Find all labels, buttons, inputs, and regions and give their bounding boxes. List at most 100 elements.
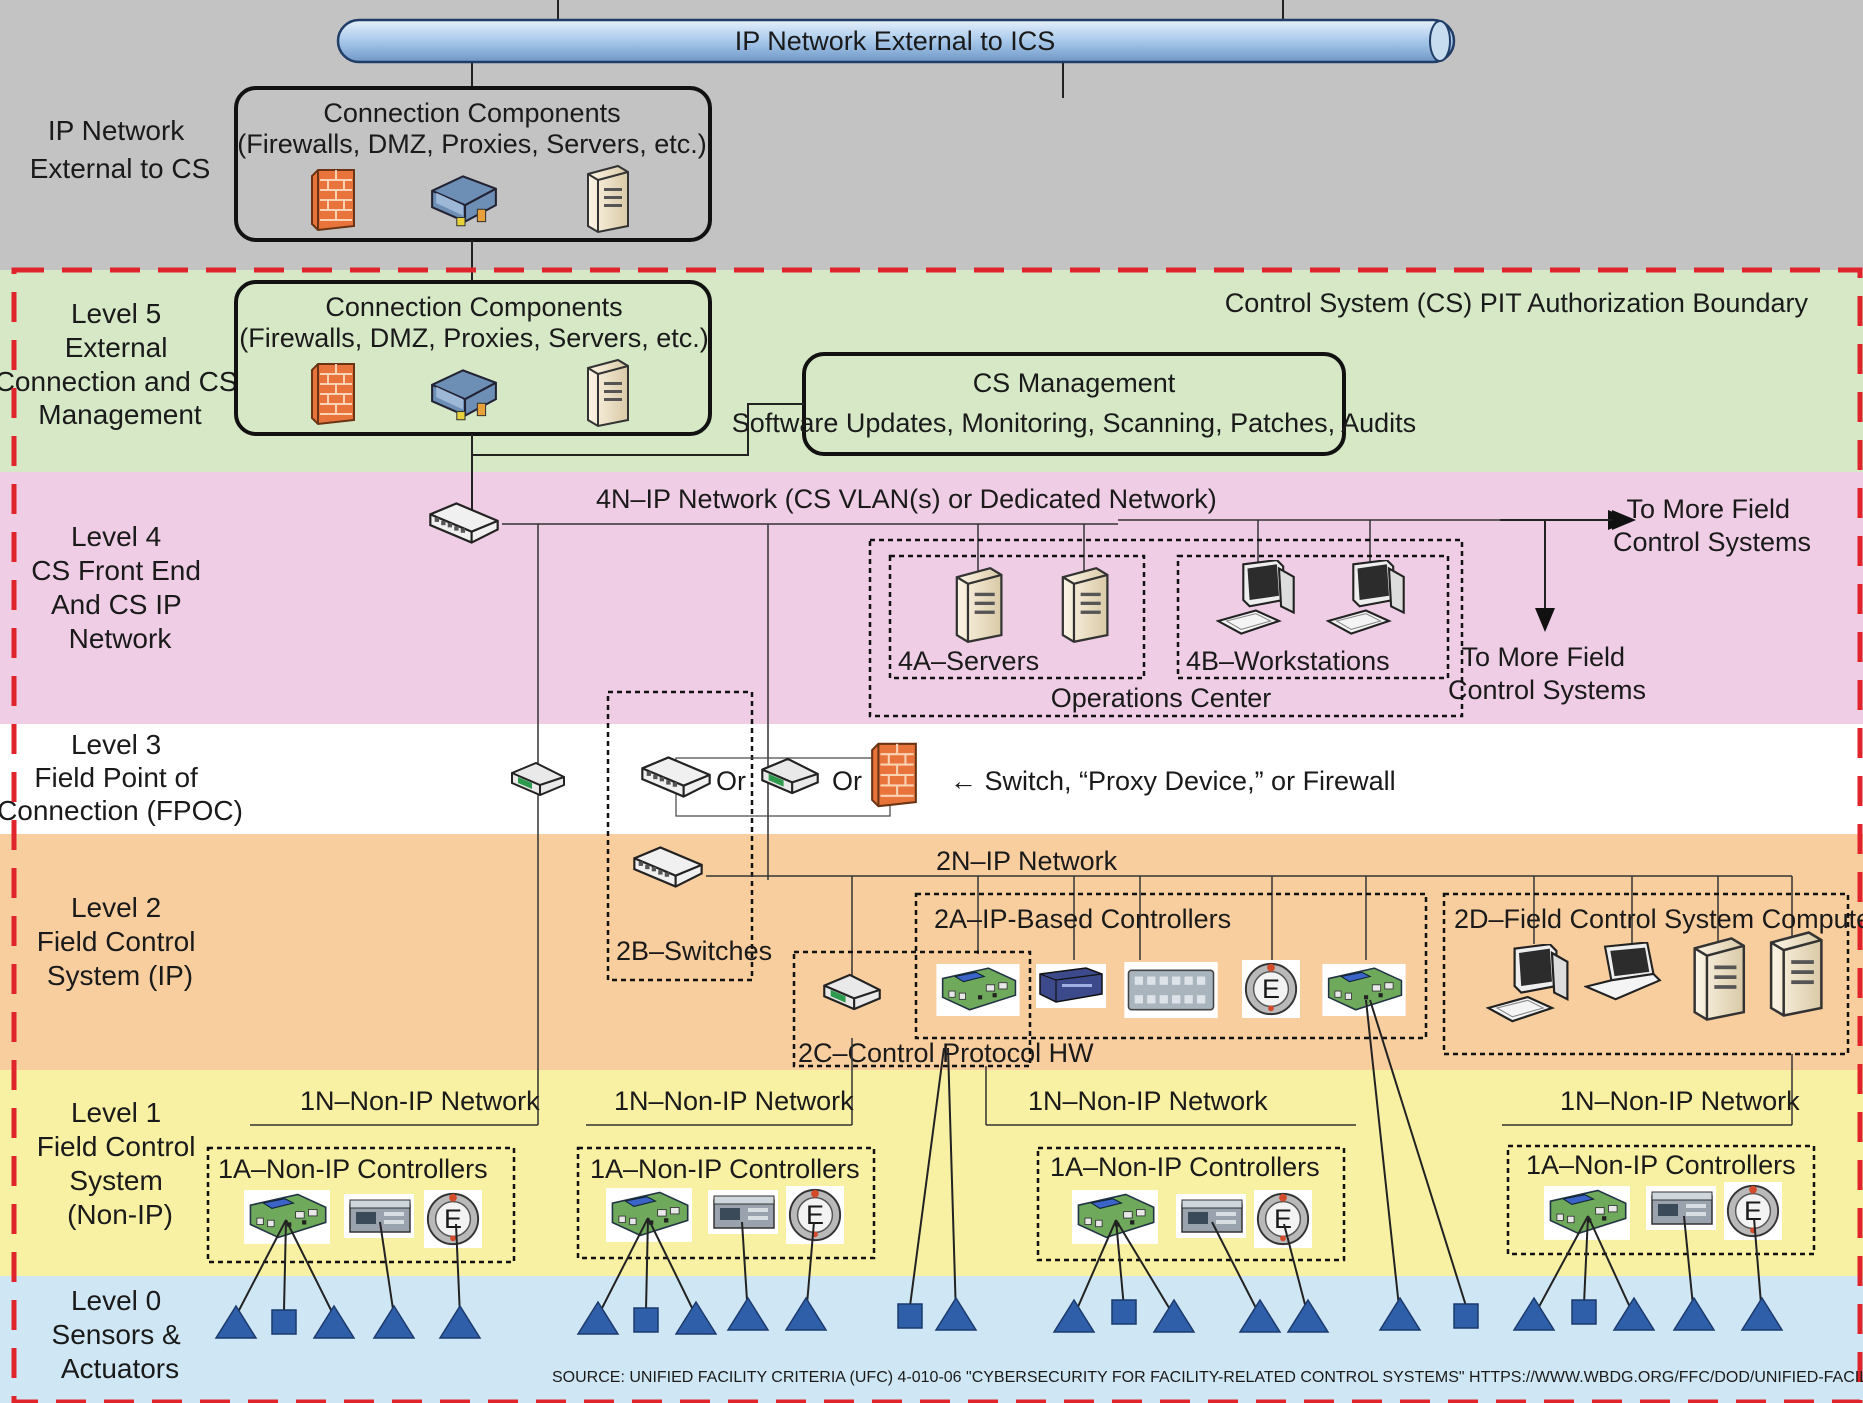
svg-text:E: E (1274, 1204, 1292, 1234)
external-network-label: IP Network External to ICS (735, 26, 1056, 56)
controller-board-icon (1072, 1190, 1158, 1244)
sensor-icon (576, 1300, 620, 1335)
server-icon (587, 359, 629, 427)
sensor-icon (438, 1304, 482, 1339)
svg-text:Connection Components: Connection Components (325, 292, 622, 322)
level1-network-4-label: 1N–Non-IP Network (1560, 1086, 1800, 1116)
sensor-icon (1740, 1296, 1784, 1331)
din-controller-icon (344, 1194, 414, 1238)
or-label-1: Or (716, 766, 746, 796)
sensor-icon (214, 1304, 258, 1339)
sensor-icon (726, 1296, 770, 1331)
actuator-icon (271, 1309, 297, 1335)
svg-text:Connection Components: Connection Components (323, 98, 620, 128)
controller-board-icon (244, 1190, 330, 1244)
svg-text:E: E (1744, 1196, 1762, 1226)
svg-text:1A–Non-IP Controllers: 1A–Non-IP Controllers (590, 1154, 860, 1184)
actuator-icon (1571, 1299, 1597, 1325)
din-controller-icon (1176, 1194, 1246, 1238)
connection-components-level5: Connection Components (Firewalls, DMZ, P… (234, 280, 712, 436)
sensor-icon (1378, 1296, 1422, 1331)
non-ip-controllers-2: 1A–Non-IP Controllers E (576, 1146, 876, 1260)
sensors-actuators (214, 1296, 1784, 1339)
server-icon (1769, 931, 1823, 1017)
controller-board-icon (606, 1188, 692, 1242)
boundary-label: Control System (CS) PIT Authorization Bo… (1225, 288, 1809, 318)
level1-network-3-label: 1N–Non-IP Network (1028, 1086, 1268, 1116)
svg-text:(Firewalls, DMZ, Proxies, Serv: (Firewalls, DMZ, Proxies, Servers, etc.) (237, 129, 707, 159)
level4-network-label: 4N–IP Network (CS VLAN(s) or Dedicated N… (596, 484, 1217, 514)
sensor-wiring (235, 999, 1763, 1317)
level3-band (0, 724, 1863, 834)
controller-unit-icon (1036, 964, 1106, 1008)
or-label-2: Or (832, 766, 862, 796)
level0-band (0, 1276, 1863, 1403)
sensor-icon (372, 1304, 416, 1339)
non-ip-controllers-4: 1A–Non-IP Controllers E (1506, 1144, 1816, 1256)
operations-center-label: Operations Center (1051, 683, 1272, 713)
din-controller-icon (1646, 1186, 1716, 1230)
non-ip-controllers-1: 1A–Non-IP Controllers E (206, 1146, 516, 1264)
to-more-field-systems-right: To More Field Control Systems (1613, 494, 1811, 557)
sensor-icon (1612, 1296, 1656, 1331)
sensor-icon (312, 1304, 356, 1339)
actuator-icon (1453, 1303, 1479, 1329)
non-ip-controllers-3: 1A–Non-IP Controllers E (1036, 1146, 1346, 1262)
sensor-icon (1672, 1296, 1716, 1331)
sensor-icon (1238, 1298, 1282, 1333)
level2-network-label: 2N–IP Network (936, 846, 1118, 876)
svg-text:CS Management: CS Management (973, 368, 1176, 398)
svg-text:(Firewalls, DMZ, Proxies, Serv: (Firewalls, DMZ, Proxies, Servers, etc.) (239, 323, 709, 353)
svg-text:E: E (444, 1204, 462, 1234)
io-module-icon (1124, 962, 1218, 1018)
controller-board-icon (936, 964, 1020, 1016)
svg-text:E: E (1262, 974, 1280, 1004)
label-level4: Level 4 CS Front End And CS IP Network (31, 521, 208, 654)
fpoc-note: ← Switch, “Proxy Device,” or Firewall (950, 766, 1396, 796)
server-icon (587, 165, 629, 233)
servers-label: 4A–Servers (898, 646, 1039, 676)
svg-text:Software Updates, Monitoring,: Software Updates, Monitoring, Scanning, … (732, 408, 1416, 438)
svg-text:2D–Field Control System Comput: 2D–Field Control System Computers (1454, 904, 1863, 934)
firewall-icon (311, 169, 355, 231)
svg-text:1A–Non-IP Controllers: 1A–Non-IP Controllers (218, 1154, 488, 1184)
cs-management-box: CS Management Software Updates, Monitori… (732, 352, 1416, 456)
svg-text:E: E (806, 1200, 824, 1230)
workstations-label: 4B–Workstations (1186, 646, 1390, 676)
label-level1: Level 1 Field Control System (Non-IP) (37, 1097, 204, 1230)
ip-based-controllers: 2A–IP-Based Controllers E (914, 892, 1428, 1040)
svg-text:2C–Control Protocol HW: 2C–Control Protocol HW (798, 1038, 1094, 1068)
operations-center: 4A–Servers 4B–Workstations Operations Ce… (868, 538, 1464, 718)
svg-text:2A–IP-Based Controllers: 2A–IP-Based Controllers (934, 904, 1231, 934)
actuator-icon (633, 1307, 659, 1333)
protocol-hw: 2C–Control Protocol HW (792, 950, 1094, 1068)
level4-band (0, 472, 1863, 724)
label-external-cs: IP Network External to CS (30, 115, 211, 184)
sensor-icon (1052, 1298, 1096, 1333)
level1-network-2-label: 1N–Non-IP Network (614, 1086, 854, 1116)
svg-text:1A–Non-IP Controllers: 1A–Non-IP Controllers (1050, 1152, 1320, 1182)
switches-label: 2B–Switches (616, 936, 772, 966)
sensor-icon (1152, 1298, 1196, 1333)
external-network-pipe: IP Network External to ICS (336, 0, 1456, 98)
field-control-computers: 2D–Field Control System Computers (1442, 892, 1863, 1056)
actuator-icon (897, 1303, 923, 1329)
level5-band (0, 270, 1863, 472)
sensor-icon (934, 1296, 978, 1331)
level3-firewall-icon (871, 742, 917, 808)
switches-group (606, 690, 754, 982)
sensor-icon (1286, 1298, 1330, 1333)
label-level2: Level 2 Field Control System (IP) (37, 892, 204, 991)
firewall-icon (311, 363, 355, 425)
server-icon (1061, 567, 1109, 643)
level1-network-1-label: 1N–Non-IP Network (300, 1086, 540, 1116)
controller-board-icon (1322, 964, 1406, 1016)
sensor-icon (784, 1296, 828, 1331)
label-level3: Level 3 Field Point of Connection (FPOC) (0, 729, 243, 826)
actuator-icon (1111, 1299, 1137, 1325)
authorization-boundary (11, 267, 1863, 1403)
sensor-icon (1512, 1296, 1556, 1331)
source-citation: SOURCE: UNIFIED FACILITY CRITERIA (UFC) … (552, 1369, 1863, 1386)
